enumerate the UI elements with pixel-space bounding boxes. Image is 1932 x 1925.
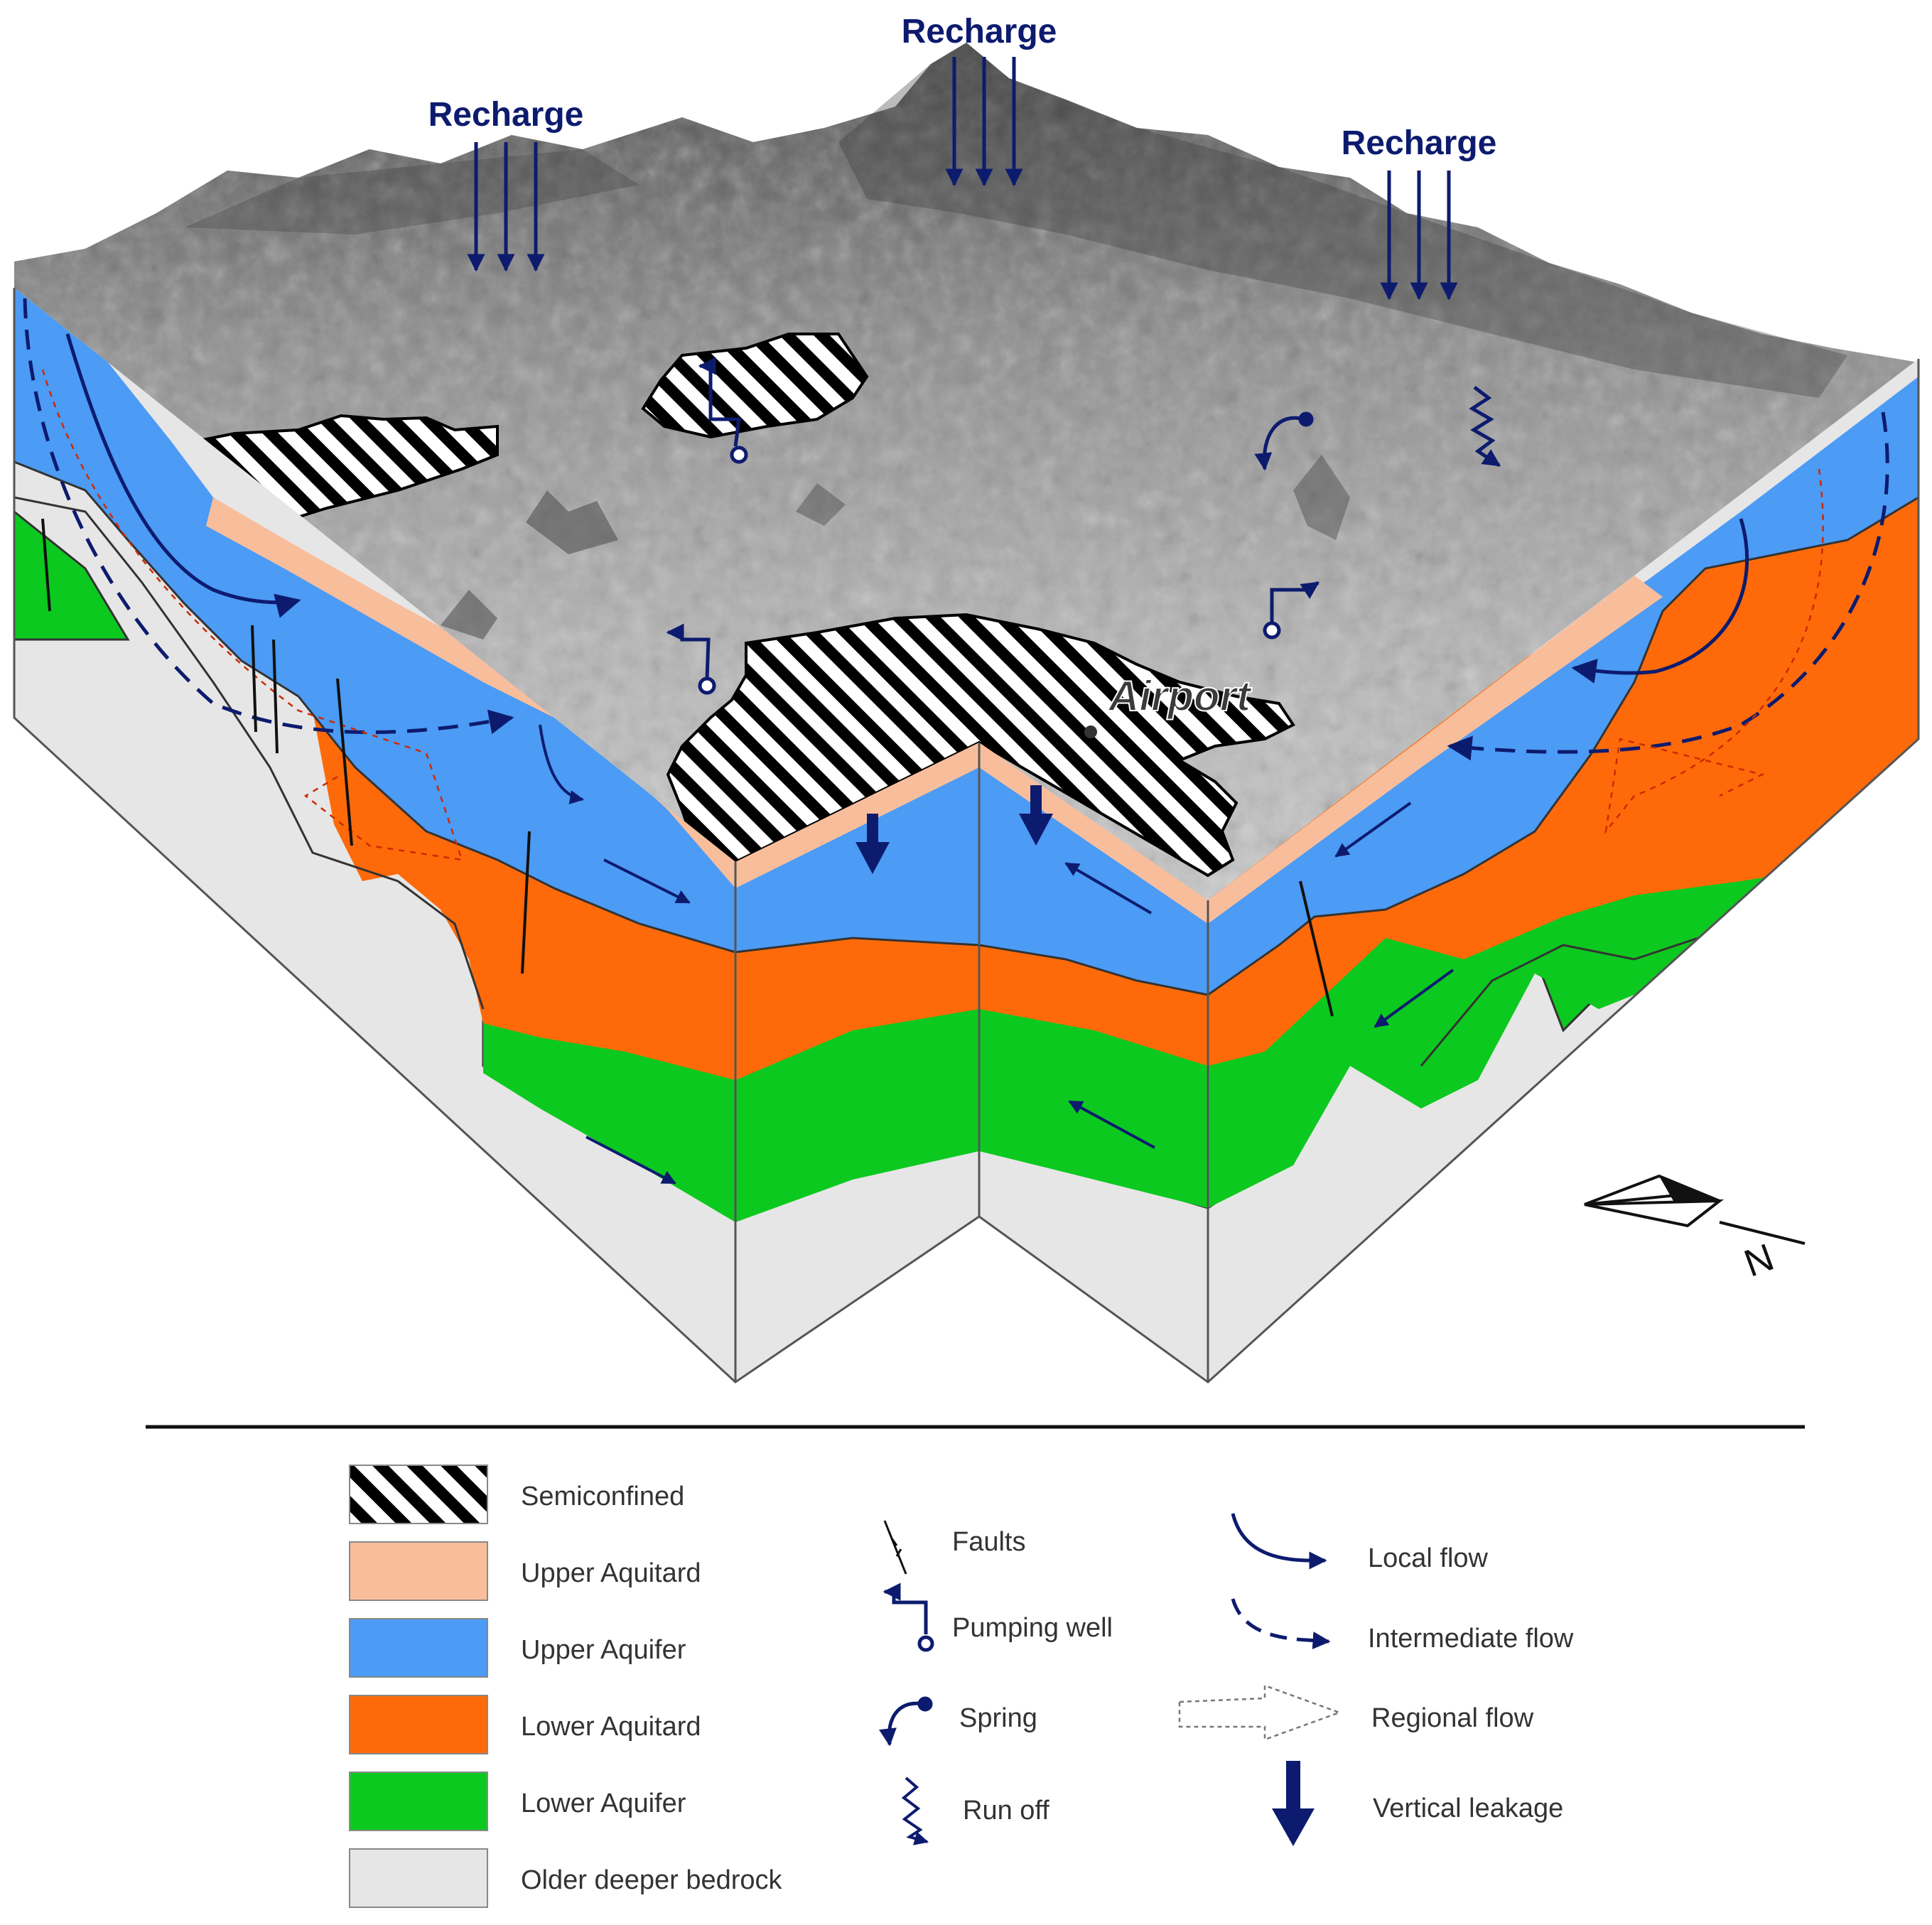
legend-label-regional-flow: Regional flow <box>1371 1703 1534 1733</box>
pumping-well-icon <box>698 357 748 464</box>
north-label: N <box>1739 1236 1779 1285</box>
legend-label-lower-aquifer: Lower Aquifer <box>521 1789 686 1818</box>
legend-swatch-lower-aquitard <box>349 1695 488 1754</box>
intermediate-flow-icon <box>1231 1598 1331 1649</box>
legend-label-bedrock: Older deeper bedrock <box>521 1865 783 1895</box>
run-off-icon <box>901 1776 929 1845</box>
vertical-leakage-icon <box>1272 1761 1315 1846</box>
spring-icon <box>879 1696 933 1747</box>
faults <box>41 518 1334 1017</box>
surface-symbols <box>666 357 1501 695</box>
pumping-well-icon <box>666 623 716 695</box>
legend-swatch-bedrock <box>349 1848 488 1908</box>
lower-aquitard-layer <box>14 398 1918 1080</box>
spring-icon <box>1254 411 1314 471</box>
recharge-arrows <box>467 57 1458 301</box>
recharge-label-center: Recharge <box>902 13 1057 50</box>
legend-swatch-semiconfined <box>349 1465 488 1524</box>
semiconfined-area-airport <box>666 613 1295 878</box>
regional-flow-icon <box>1178 1684 1342 1741</box>
pumping-well-icon <box>883 1582 934 1652</box>
legend-swatch-upper-aquitard <box>349 1541 488 1601</box>
intermediate-flow-east <box>1447 411 1889 761</box>
legend-label-run-off: Run off <box>963 1796 1049 1826</box>
regional-flow-west <box>41 369 463 861</box>
run-off-icon <box>1469 386 1501 468</box>
legend: Semiconfined Upper Aquitard Upper Aquife… <box>349 1465 1574 1908</box>
flow-arrow-upper-west <box>603 858 691 904</box>
legend-label-upper-aquifer: Upper Aquifer <box>521 1635 686 1665</box>
legend-label-spring: Spring <box>959 1703 1037 1733</box>
local-flow-west <box>65 333 301 618</box>
legend-label-semiconfined: Semiconfined <box>521 1482 684 1511</box>
local-flow-east <box>1571 518 1749 684</box>
airport-marker <box>1084 726 1097 738</box>
section-flow-arrows <box>23 298 1889 1185</box>
fault-icon <box>883 1520 907 1575</box>
legend-label-faults: Faults <box>952 1527 1025 1557</box>
recharge-label-right: Recharge <box>1342 124 1497 162</box>
legend-label-vertical-leakage: Vertical leakage <box>1373 1794 1563 1823</box>
legend-label-intermediate-flow: Intermediate flow <box>1368 1624 1574 1654</box>
legend-label-upper-aquitard: Upper Aquitard <box>521 1558 701 1588</box>
flow-arrow-upper-east <box>1334 802 1412 858</box>
flow-arrow-lower-east <box>1374 969 1455 1028</box>
pumping-well-icon <box>1263 581 1320 640</box>
upper-aquifer-layer <box>14 288 1918 995</box>
vertical-leakage-arrow-2 <box>1019 785 1053 846</box>
terrain-surface <box>14 43 1918 900</box>
recharge-label-left: Recharge <box>428 96 584 134</box>
flow-arrow-lower-west <box>585 1136 676 1185</box>
north-arrow: N <box>1584 1174 1806 1285</box>
block-outline <box>13 288 1920 1384</box>
flow-arrow-lower-center <box>1068 1100 1155 1149</box>
legend-label-lower-aquitard: Lower Aquitard <box>521 1712 701 1742</box>
legend-swatch-upper-aquifer <box>349 1618 488 1678</box>
legend-label-local-flow: Local flow <box>1368 1543 1489 1573</box>
local-flow-icon <box>1231 1513 1327 1570</box>
intermediate-flow-west <box>23 298 514 735</box>
vertical-leakage-arrow-1 <box>856 814 890 874</box>
airport-label: Airport <box>1107 672 1253 720</box>
legend-label-pumping-well: Pumping well <box>952 1613 1113 1643</box>
legend-swatch-lower-aquifer <box>349 1772 488 1831</box>
flow-arrow-upper-center <box>1064 862 1153 915</box>
vertical-leakage-arrows <box>856 785 1053 874</box>
